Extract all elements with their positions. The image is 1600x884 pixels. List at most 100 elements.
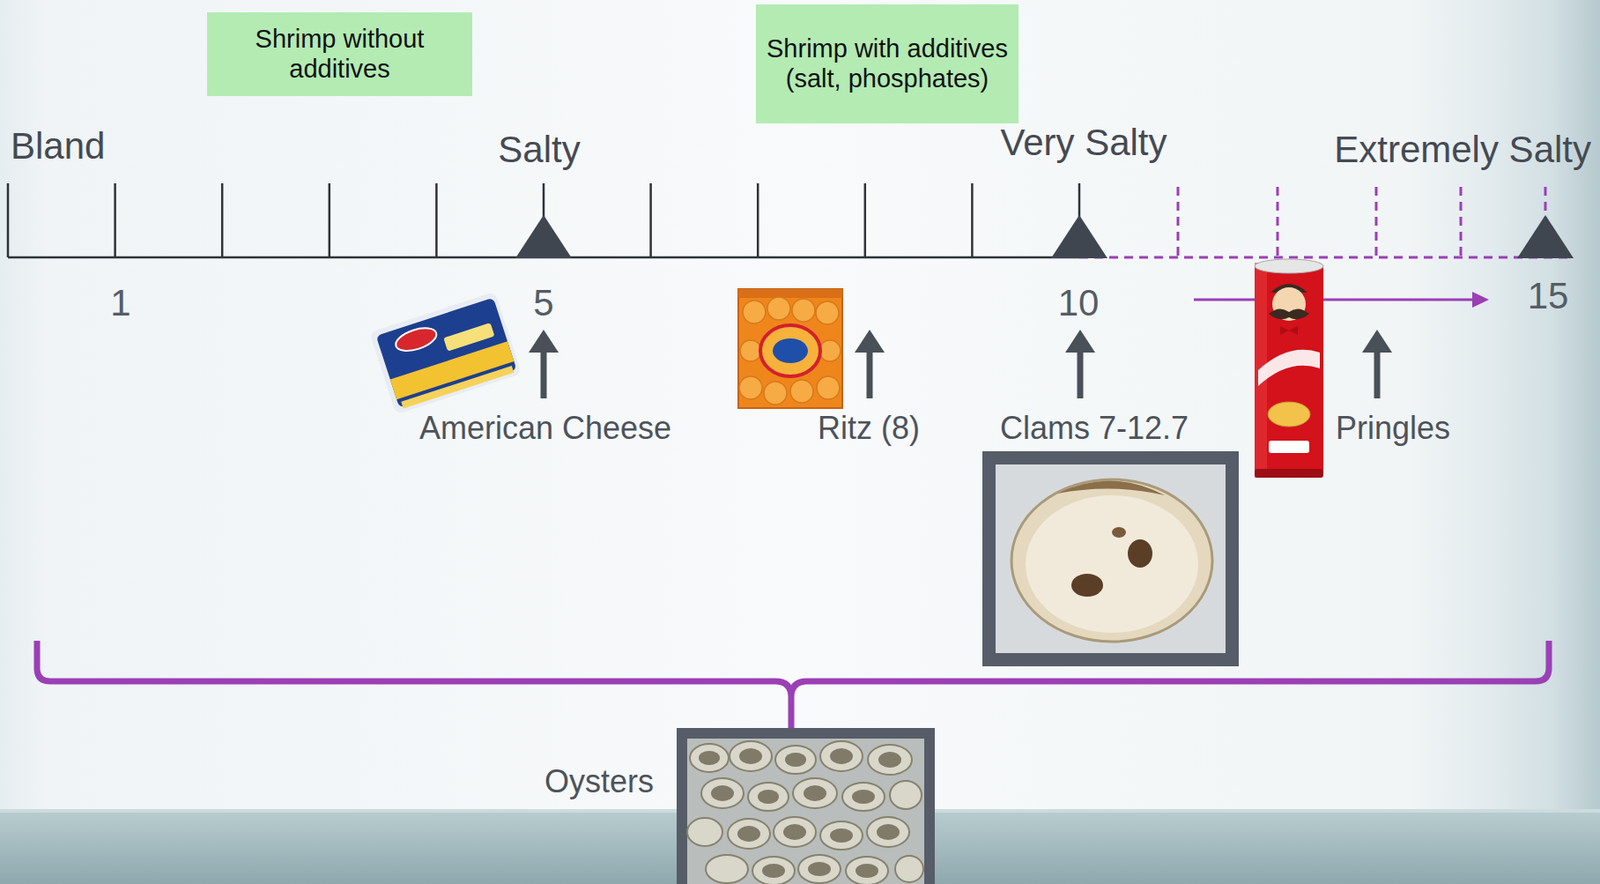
arrow-head <box>1065 329 1096 353</box>
clam-hinge <box>1057 480 1165 496</box>
range-bracket <box>37 640 1549 728</box>
oyster <box>798 854 841 883</box>
cracker <box>739 376 763 400</box>
cracker <box>742 300 766 324</box>
oyster <box>748 782 789 811</box>
extended-axis <box>1079 186 1571 258</box>
oyster-centre <box>737 825 761 842</box>
cracker <box>763 381 787 405</box>
scale-axis <box>7 183 1080 258</box>
box-text: Shrimp with additives (salt, phosphates) <box>766 34 1008 95</box>
oyster <box>820 740 863 771</box>
marker-triangle <box>1051 214 1108 259</box>
arrow-shaft <box>1374 345 1381 399</box>
oyster-centre <box>855 863 879 878</box>
oyster <box>842 782 885 811</box>
pringles-can <box>1254 259 1324 478</box>
arrow-head <box>528 329 559 353</box>
oyster <box>775 745 816 774</box>
clam-body <box>1127 539 1153 568</box>
cracker <box>790 379 814 403</box>
oyster <box>701 777 744 808</box>
cracker <box>767 296 791 320</box>
oyster <box>687 817 723 846</box>
cracker <box>740 340 762 362</box>
scale-label: Salty <box>497 129 580 171</box>
can-logo-band <box>1258 349 1320 386</box>
food-label: Ritz (8) <box>817 410 920 446</box>
photo-ground <box>995 464 1226 653</box>
oyster <box>866 816 910 847</box>
oyster-centre <box>762 863 786 878</box>
cracker <box>819 340 841 362</box>
oyster-centre <box>739 748 763 764</box>
box-body <box>738 288 843 408</box>
can-flavour-band <box>1268 440 1310 453</box>
dashed-tick <box>1276 186 1280 258</box>
tick <box>435 183 438 258</box>
tick <box>970 183 974 258</box>
scale-label: Very Salty <box>1000 122 1167 163</box>
ritz-box <box>738 288 843 408</box>
marker-triangle <box>515 214 572 259</box>
oyster <box>729 740 772 771</box>
bottom-band <box>0 808 1600 884</box>
dashed-tick <box>1375 186 1378 258</box>
photo-frame <box>982 451 1239 667</box>
scale-number: 1 <box>110 282 131 324</box>
photo-frame <box>676 727 935 884</box>
arrow-shaft <box>866 345 874 399</box>
oyster <box>820 821 863 850</box>
scale-label: Bland <box>10 125 105 167</box>
package-label <box>443 322 495 352</box>
can-body <box>1254 262 1324 478</box>
oysters <box>687 740 924 884</box>
oyster-meat <box>698 748 902 878</box>
mascot-bowtie <box>1280 325 1298 335</box>
arrow-shaft <box>540 345 548 399</box>
oyster-centre <box>757 789 779 804</box>
package-body <box>376 297 518 408</box>
can-bottom <box>1254 468 1324 478</box>
cheese-package <box>369 291 522 415</box>
food-label: American Cheese <box>419 410 672 446</box>
clam-body <box>1071 573 1104 597</box>
oyster <box>895 855 924 882</box>
oyster-centre <box>711 785 734 801</box>
tick <box>113 183 117 258</box>
cracker <box>815 301 839 325</box>
arrow-shaft <box>1077 345 1084 399</box>
clam-shell <box>1011 479 1213 642</box>
cracker <box>792 298 815 322</box>
tick <box>756 183 760 258</box>
oyster <box>845 856 889 884</box>
food-label: Clams 7-12.7 <box>1000 410 1189 446</box>
oyster <box>727 818 771 849</box>
tick <box>221 183 224 258</box>
scale-label: Extremely Salty <box>1333 129 1592 171</box>
oyster <box>867 744 912 775</box>
cheese-slices <box>400 365 514 408</box>
oyster-centre <box>803 785 827 801</box>
range-arrow-line <box>1193 298 1481 302</box>
clam-meat <box>1025 495 1199 633</box>
tick <box>328 183 332 258</box>
dashed-tick <box>1177 186 1180 258</box>
oyster <box>705 854 749 883</box>
scale-number: 5 <box>533 282 554 324</box>
package-wrap <box>369 291 522 415</box>
oyster-centre <box>783 823 807 840</box>
dashed-tick <box>1459 186 1463 258</box>
green-box: Shrimp with additives (salt, phosphates) <box>755 4 1019 124</box>
range-arrow-head <box>1472 291 1489 308</box>
crackers <box>739 296 841 405</box>
box-logo <box>760 325 821 377</box>
mascot-moustache <box>1268 308 1310 319</box>
package-logo <box>392 323 439 356</box>
arrow-head <box>854 329 885 353</box>
box-text: Shrimp without additives <box>217 24 462 85</box>
green-box: Shrimp without additives <box>207 12 473 97</box>
can-lid <box>1254 259 1324 274</box>
